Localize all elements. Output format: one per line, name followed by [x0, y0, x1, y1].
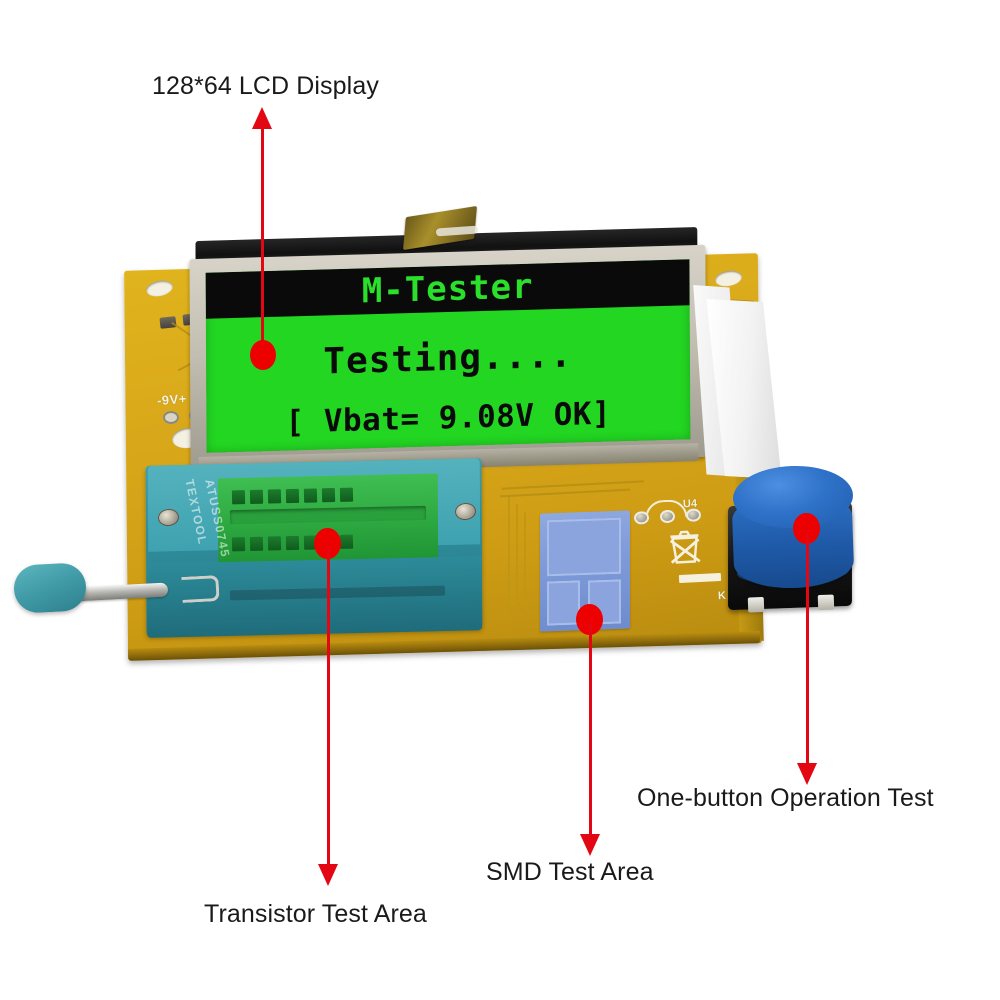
callout-line-smd — [589, 623, 592, 836]
testpoint-hole[interactable] — [633, 510, 650, 525]
button-leg — [747, 596, 765, 613]
button-leg — [817, 594, 835, 611]
testpoint-hole[interactable] — [685, 508, 702, 523]
lcd-battery-text: [ Vbat= 9.08V OK] — [285, 395, 612, 441]
testpoint-hole[interactable] — [659, 509, 676, 524]
silkscreen-ic-label: U4 — [682, 497, 698, 511]
test-button-legs — [747, 594, 837, 613]
silkscreen-power-label: -9V+ — [156, 390, 188, 409]
power-pad-negative — [163, 411, 179, 424]
callout-arrow-button — [797, 763, 817, 785]
callout-line-button — [806, 533, 809, 765]
callout-arrow-lcd — [252, 107, 272, 129]
callout-label-lcd: 128*64 LCD Display — [152, 72, 379, 100]
callout-label-transistor: Transistor Test Area — [204, 900, 427, 928]
weee-bin-icon — [669, 530, 701, 564]
callout-label-smd: SMD Test Area — [486, 858, 654, 886]
lcd-title-text: M-Tester — [361, 266, 534, 312]
zif-lever-handle[interactable] — [12, 562, 88, 614]
smd-pad-upper[interactable] — [547, 517, 621, 577]
silkscreen-cathode-label: K — [717, 589, 727, 603]
lcd-screen: M-Tester Testing.... [ Vbat= 9.08V OK] — [205, 259, 691, 453]
callout-arrow-transistor — [318, 864, 338, 886]
callout-label-button: One-button Operation Test — [637, 784, 934, 812]
callout-line-lcd — [261, 128, 264, 356]
callout-arrow-smd — [580, 834, 600, 856]
callout-dot-lcd — [250, 340, 276, 370]
zif-lever-hook — [181, 575, 220, 603]
lcd-status-text: Testing.... — [323, 334, 573, 383]
lcd-title-bar: M-Tester — [205, 259, 690, 319]
zif-pins-top-row — [231, 487, 354, 505]
pcb-trace-curve — [508, 496, 544, 628]
callout-line-transistor — [327, 548, 330, 866]
